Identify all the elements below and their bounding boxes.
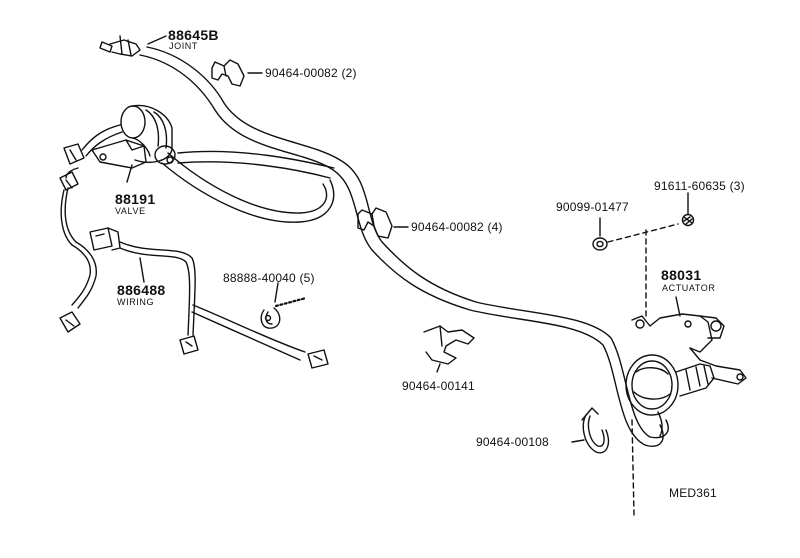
wiring-harness <box>59 227 329 369</box>
hose-clamp-141 <box>423 325 475 365</box>
joint-leader <box>147 35 167 45</box>
clamp-108-part-number: 90464-00108 <box>476 435 549 449</box>
tie-part-number: 88888-40040 (5) <box>223 271 315 285</box>
valve-wiring <box>59 124 123 246</box>
wiring-leader <box>139 257 145 283</box>
clamp-141-part-number: 90464-00141 <box>402 379 475 393</box>
joint-part <box>99 35 141 57</box>
hose-clip-upper <box>211 59 245 87</box>
actuator-leader <box>675 296 681 317</box>
clamp-141-leader <box>436 363 441 373</box>
joint-part-name: JOINT <box>169 41 198 51</box>
wiring-part-number: 886488 <box>117 282 166 298</box>
washer-part-number: 90099-01477 <box>556 200 629 214</box>
diagram-code: MED361 <box>669 486 717 500</box>
assembly-lines <box>607 223 679 516</box>
valve-part <box>91 104 176 169</box>
actuator-part-name: ACTUATOR <box>662 283 716 293</box>
valve-part-number: 88191 <box>115 191 156 207</box>
clip-middle-part-number: 90464-00082 (4) <box>411 220 503 234</box>
valve-hose-loop <box>161 150 335 223</box>
nut-part <box>681 213 695 227</box>
clip-upper-part-number: 90464-00082 (2) <box>265 66 357 80</box>
actuator-part <box>625 313 747 437</box>
nut-part-number: 91611-60635 (3) <box>654 179 745 193</box>
hose-clamp-108 <box>581 407 610 454</box>
joint-part-number: 88645B <box>168 27 219 43</box>
actuator-part-number: 88031 <box>661 267 702 283</box>
vacuum-hose <box>139 46 669 447</box>
tie-leader <box>274 282 279 303</box>
wiring-part-name: WIRING <box>117 297 155 307</box>
valve-leader <box>126 164 133 183</box>
clamp-108-leader <box>571 439 585 443</box>
valve-part-name: VALVE <box>115 206 146 216</box>
hose-clip-middle <box>357 207 393 239</box>
wire-tie-part <box>260 296 308 329</box>
washer-part <box>592 237 608 251</box>
